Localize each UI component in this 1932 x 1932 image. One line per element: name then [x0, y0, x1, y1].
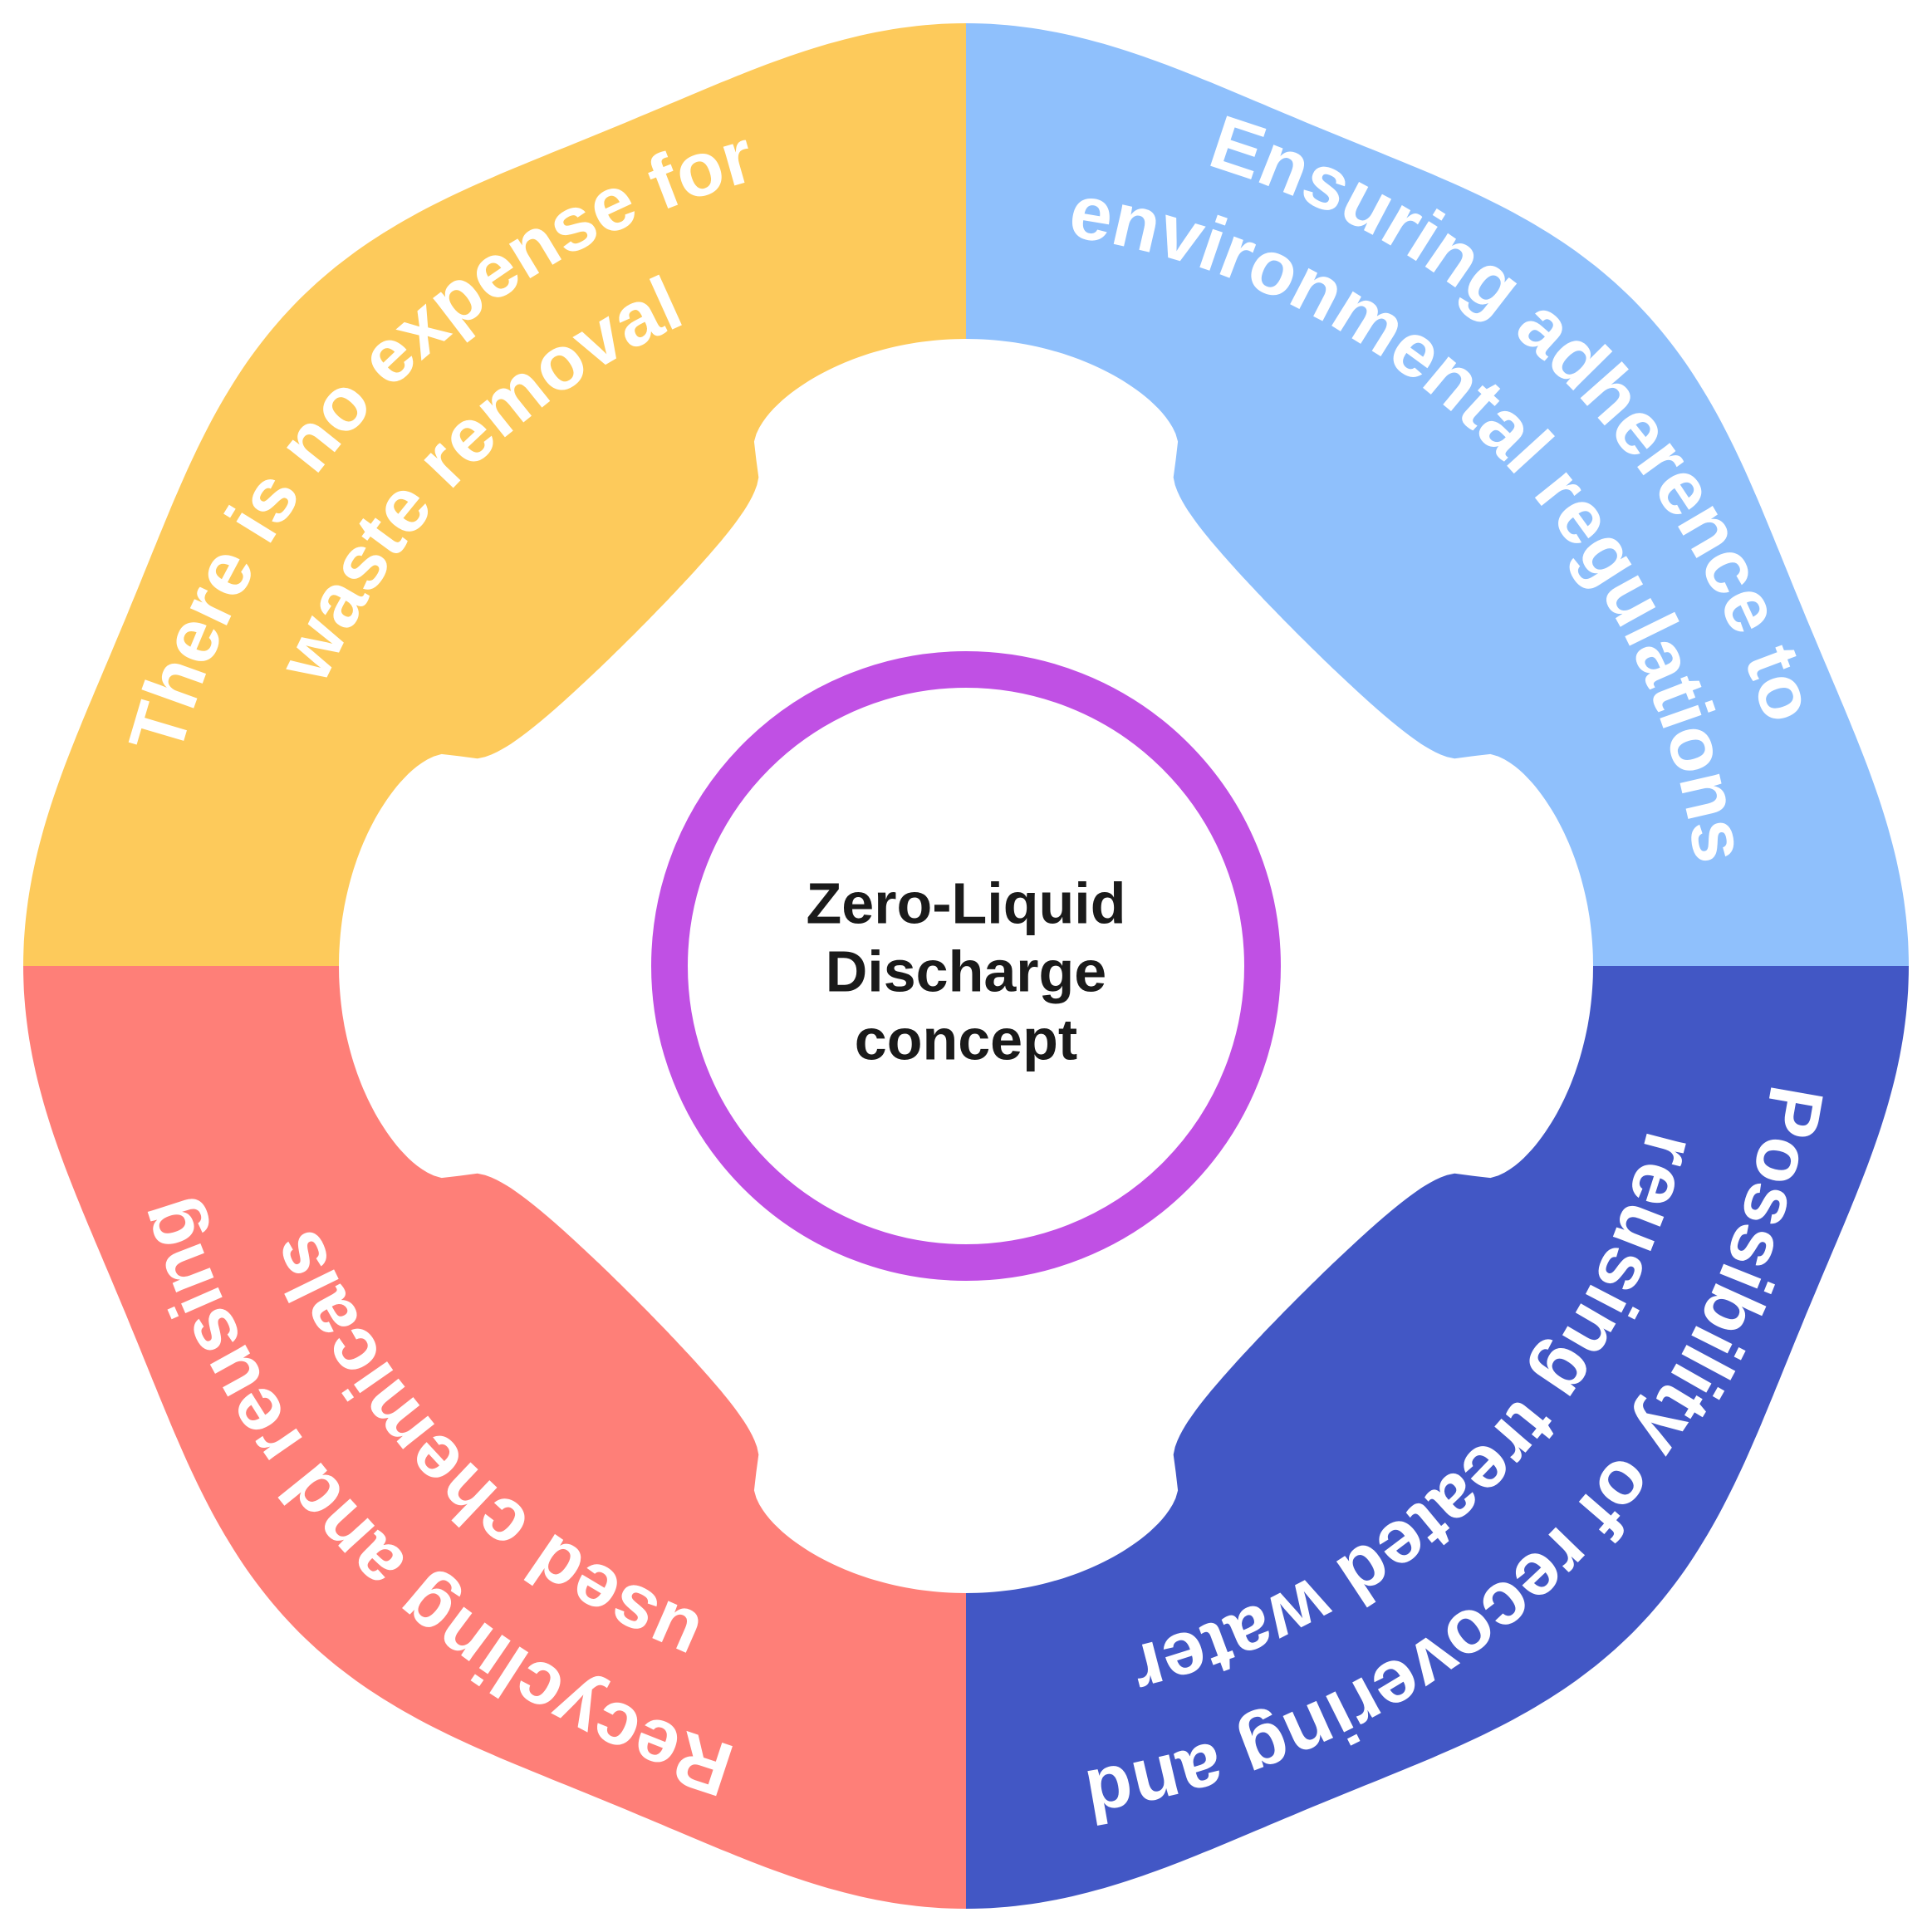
center-title: Zero-Liquid Discharge concept	[807, 870, 1126, 1071]
center-title-line-3: concept	[855, 1007, 1077, 1071]
center-title-line-1: Zero-Liquid	[807, 870, 1126, 935]
segment-bottom-left	[23, 966, 966, 1909]
segment-top-right	[966, 23, 1909, 966]
center-ring	[651, 651, 1281, 1281]
segment-top-left	[23, 23, 966, 966]
center-title-line-2: Discharge	[826, 939, 1106, 1003]
segment-bottom-right	[966, 966, 1909, 1909]
